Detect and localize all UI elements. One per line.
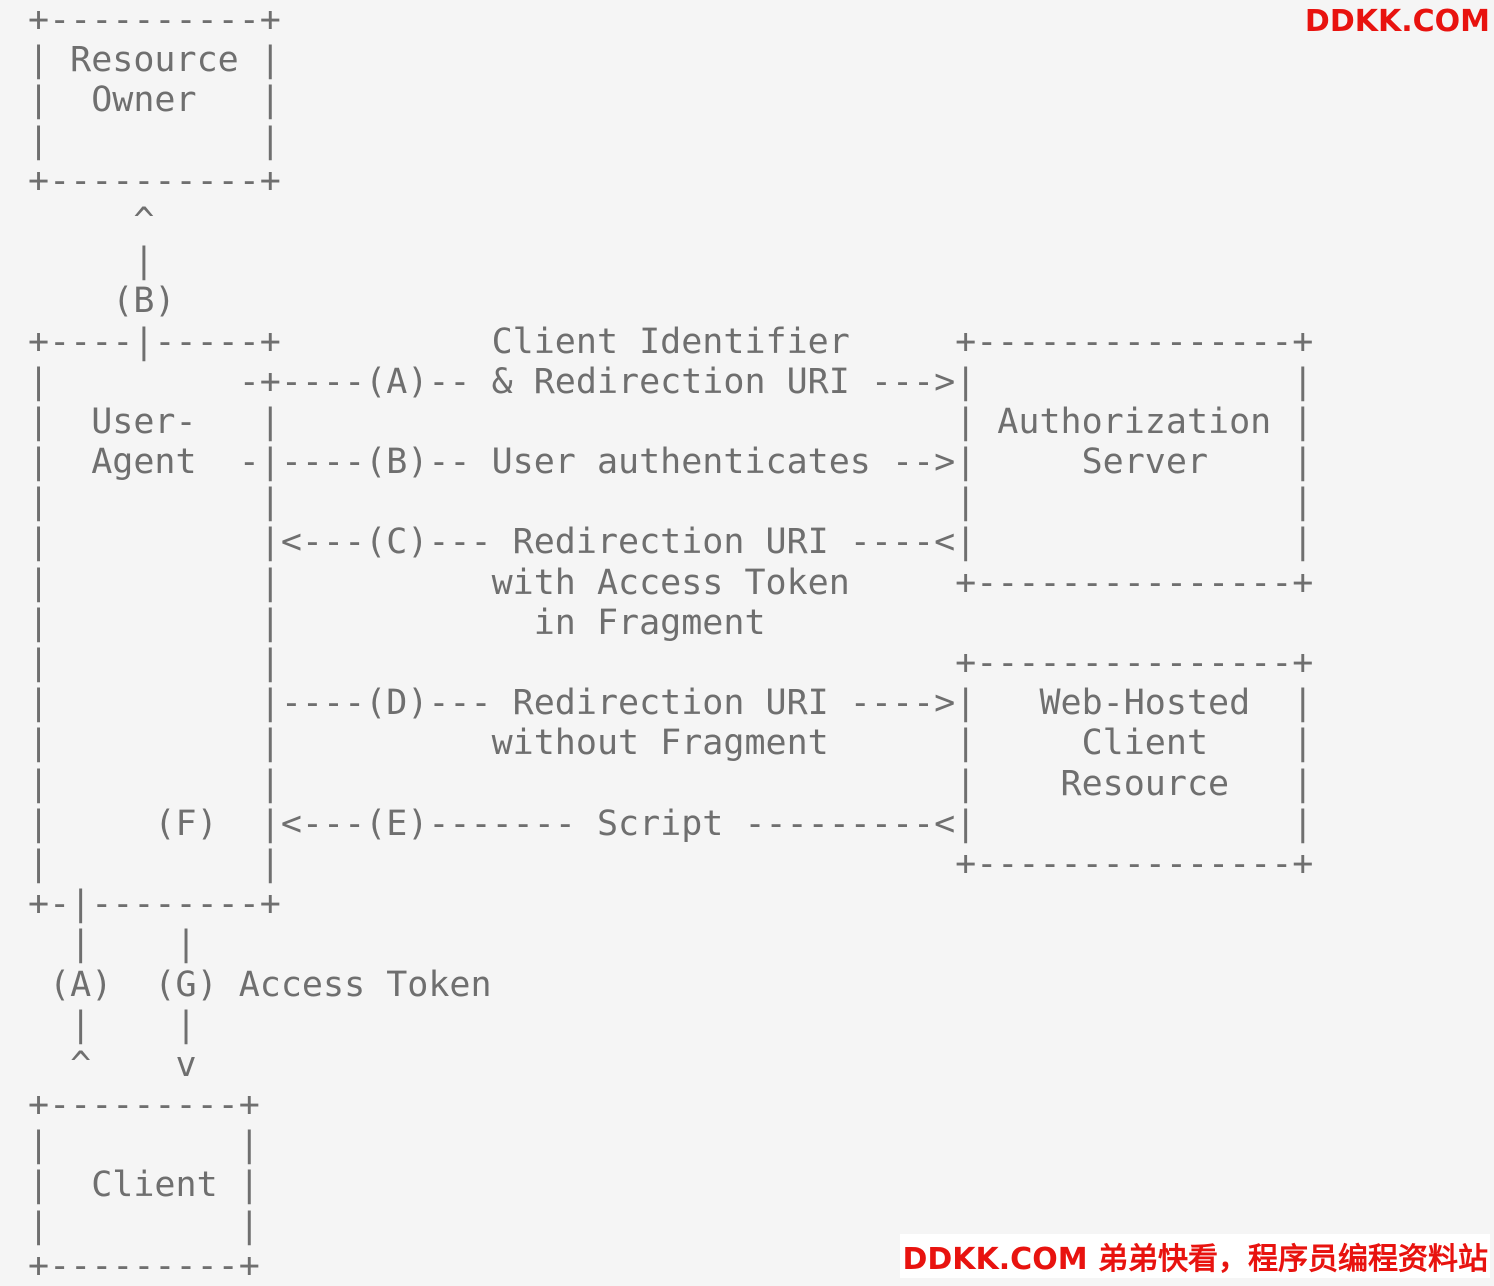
diagram-line: | |: [28, 1125, 260, 1166]
diagram-line: |: [28, 241, 155, 282]
diagram-line: | Resource |: [28, 40, 281, 81]
oauth-implicit-grant-flow-diagram: +----------+| Resource || Owner || |+---…: [28, 0, 1313, 1286]
diagram-line: +----|-----+ Client Identifier +--------…: [28, 321, 1314, 362]
diagram-line: | |<---(C)--- Redirection URI ----<| |: [28, 522, 1314, 563]
diagram-line: +----------+: [28, 0, 281, 40]
diagram-line: | |----(D)--- Redirection URI ---->| Web…: [28, 683, 1314, 724]
diagram-line: | | +---------------+: [28, 843, 1314, 884]
diagram-line: | User- | | Authorization |: [28, 401, 1314, 442]
diagram-line: | | without Fragment | Client |: [28, 723, 1314, 764]
diagram-line: | (F) |<---(E)------- Script ---------<|…: [28, 803, 1314, 844]
diagram-line: | | | |: [28, 482, 1314, 523]
diagram-line: | | in Fragment: [28, 602, 766, 643]
diagram-line: (A) (G) Access Token: [28, 964, 492, 1005]
diagram-line: (B): [28, 281, 176, 322]
diagram-line: +----------+: [28, 160, 281, 201]
diagram-line: | Owner |: [28, 80, 281, 121]
diagram-line: | |: [28, 1205, 260, 1246]
diagram-line: | |: [28, 1004, 197, 1045]
diagram-line: | Agent -|----(B)-- User authenticates -…: [28, 442, 1314, 483]
diagram-line: | | +---------------+: [28, 643, 1314, 683]
diagram-line: ^ v: [28, 1044, 197, 1085]
diagram-line: +---------+: [28, 1085, 260, 1126]
diagram-line: | | | Resource |: [28, 763, 1314, 804]
diagram-line: ^: [28, 200, 155, 241]
diagram-line: | |: [28, 120, 281, 161]
diagram-line: | | with Access Token +---------------+: [28, 562, 1314, 603]
diagram-line: | Client |: [28, 1165, 260, 1206]
watermark-bottom: DDKK.COM 弟弟快看，程序员编程资料站: [900, 1234, 1490, 1278]
diagram-line: | -+----(A)-- & Redirection URI --->| |: [28, 361, 1314, 402]
diagram-line: +-|--------+: [28, 884, 281, 925]
watermark-top: DDKK.COM: [1304, 4, 1490, 39]
diagram-line: | |: [28, 924, 197, 965]
